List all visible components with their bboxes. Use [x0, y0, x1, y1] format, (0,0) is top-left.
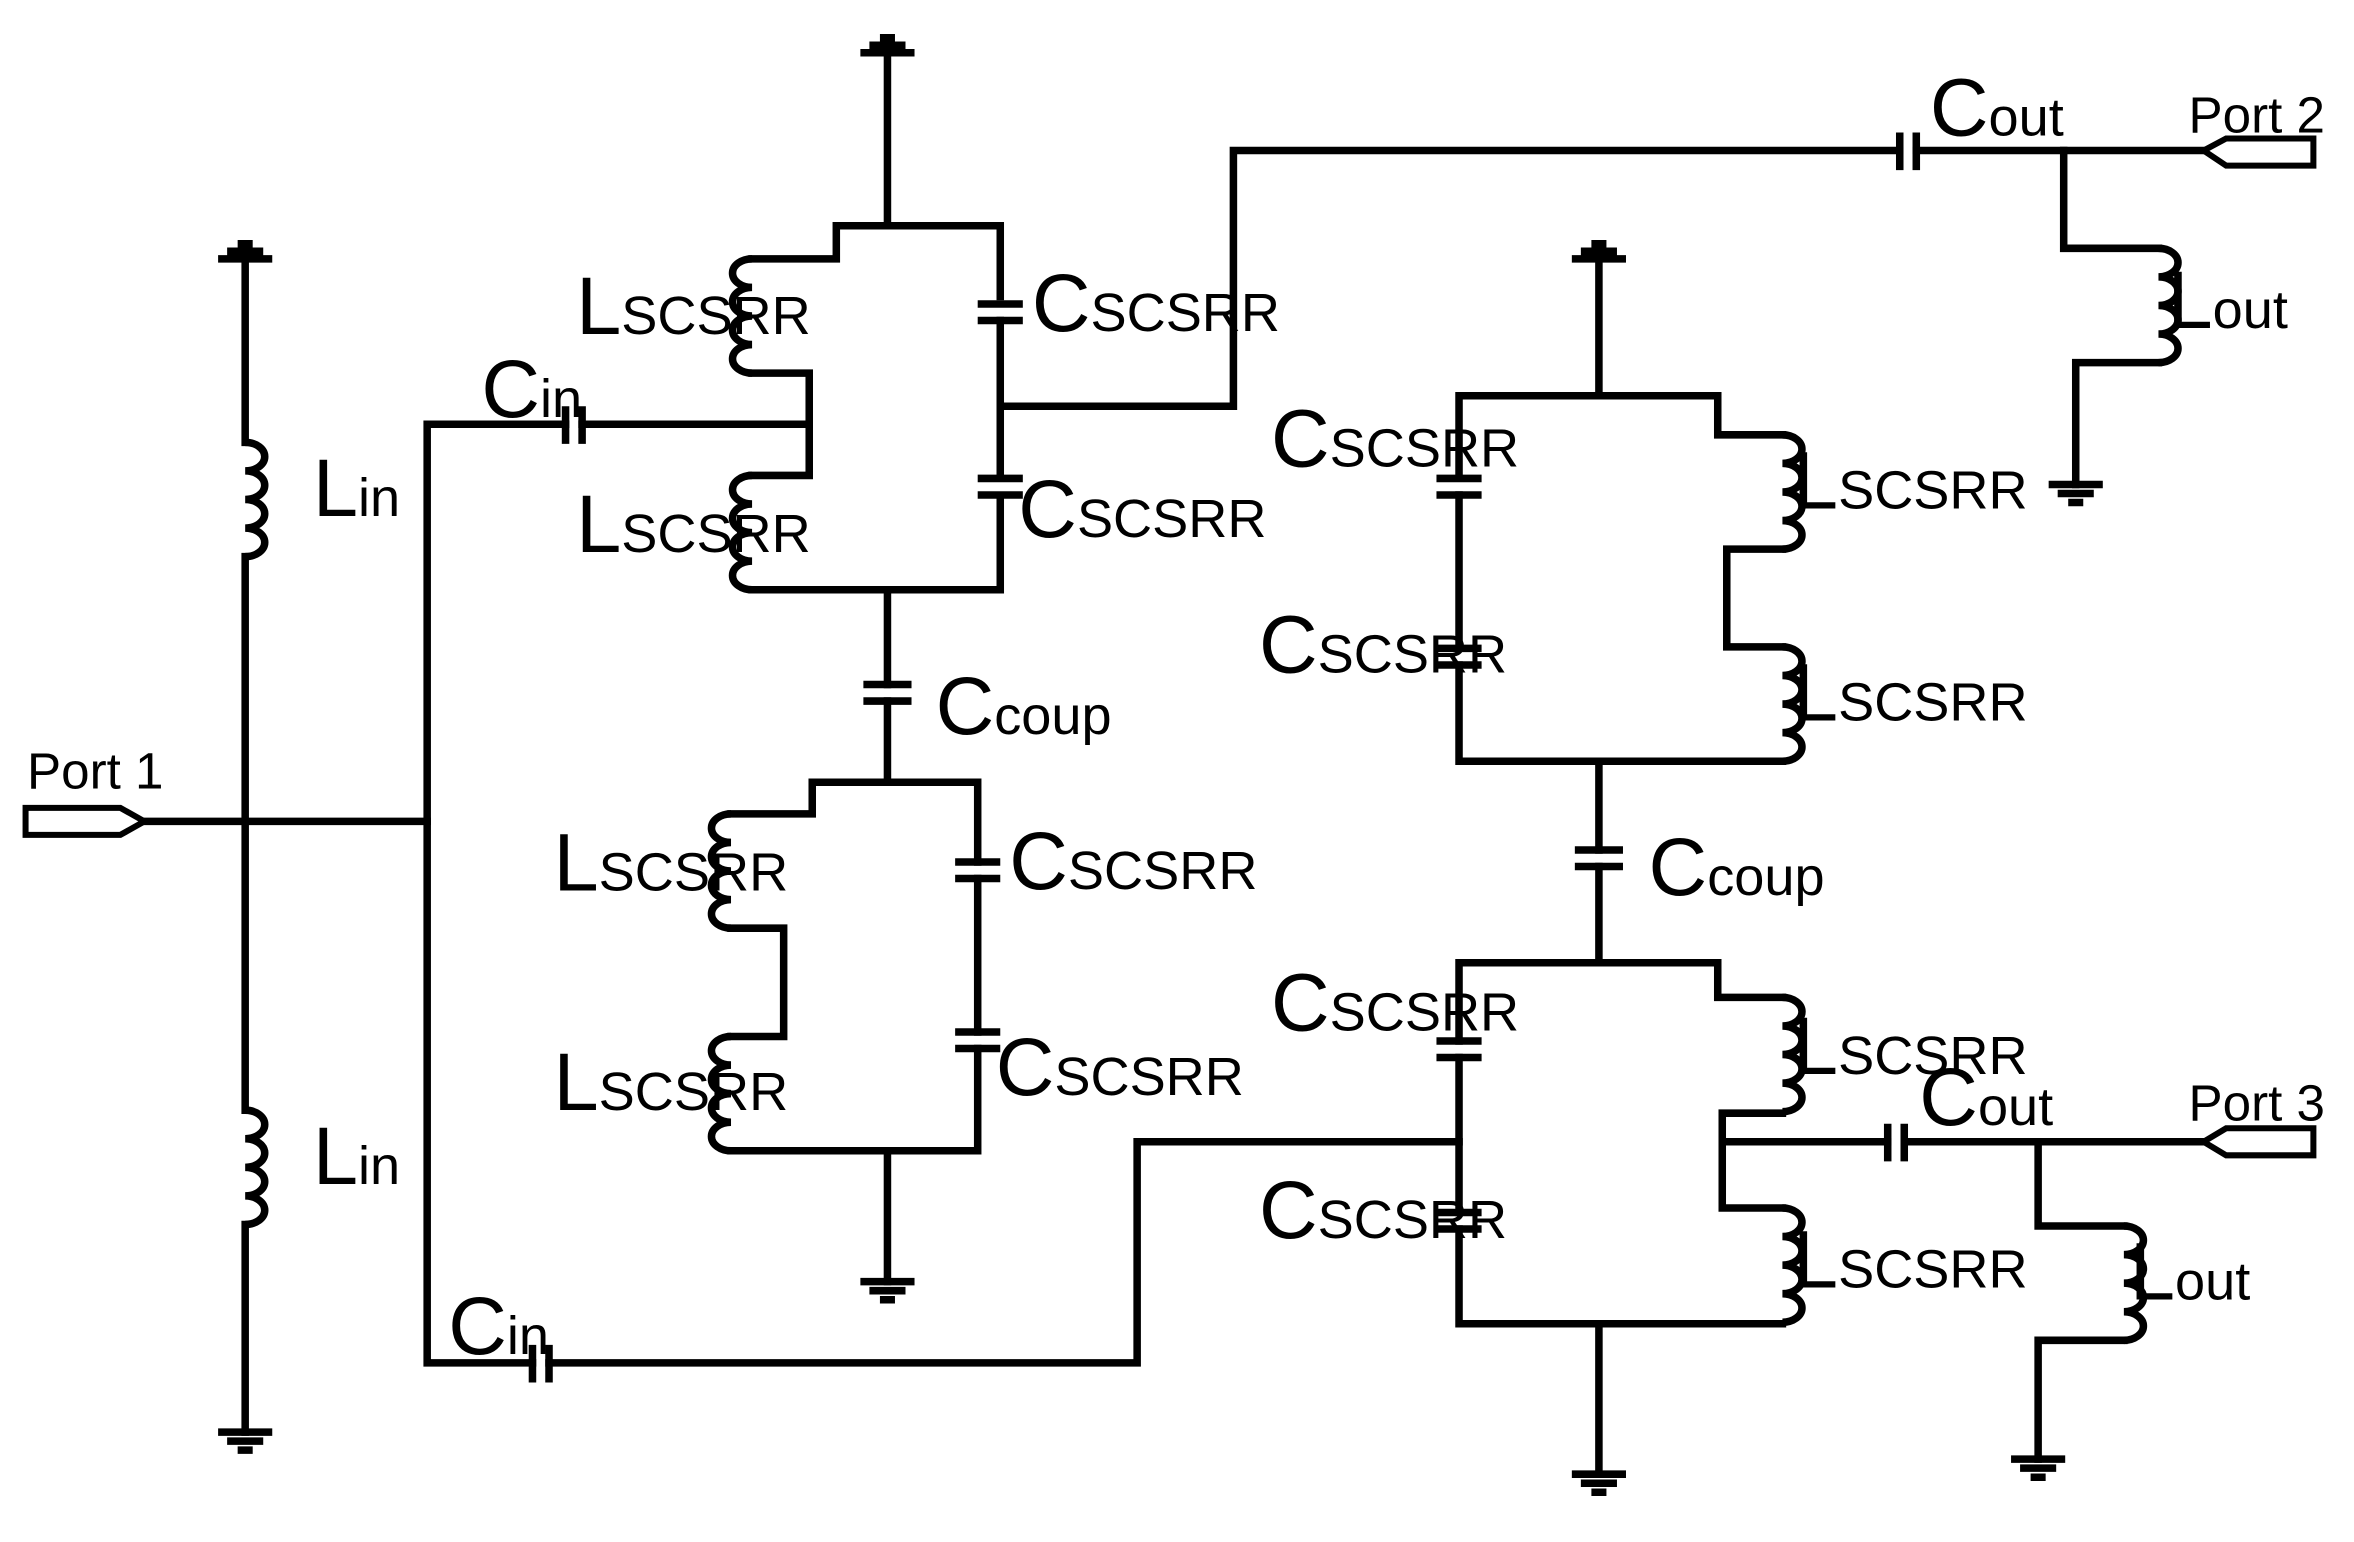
r4-cscsrr-1-label: CSCSRR	[1271, 957, 1519, 1048]
cin-top-label: Cin	[481, 344, 582, 435]
lout-bottom-wire	[2034, 1138, 2128, 1463]
lin-top-inductor	[244, 438, 269, 561]
cin-bus-wire	[423, 420, 1463, 1367]
r2-cscsrr-1-capacitor	[955, 858, 1001, 883]
ground-lin-top-icon	[218, 240, 273, 263]
lin-bottom-inductor	[244, 1106, 269, 1229]
ccoup-2-label: Ccoup	[1649, 822, 1825, 913]
r4-lscsrr-1-inductor	[1782, 993, 1806, 1116]
cout-bottom-label: Cout	[1919, 1052, 2053, 1143]
ccoup-1-label: Ccoup	[936, 661, 1112, 752]
cin-bottom-label: Cin	[448, 1281, 549, 1372]
ground-lout-bottom-icon	[2011, 1455, 2066, 1481]
lin-bottom-label: Lin	[313, 1111, 400, 1202]
labels: Lin Lin Cin Cin Cout Cout Lout Lout LSCS…	[313, 62, 2288, 1371]
r2-cscsrr-2-capacitor	[955, 1028, 1001, 1053]
r4-lscsrr-2-label: LSCSRR	[1793, 1215, 2028, 1306]
lin-top-label: Lin	[313, 443, 400, 534]
r3-cscsrr-2-capacitor	[1436, 644, 1482, 669]
resonator3-wire	[1455, 255, 1787, 967]
port2-icon	[2197, 135, 2317, 169]
r1-lscsrr-2-inductor	[728, 471, 753, 594]
ccoup-2-capacitor	[1574, 846, 1623, 871]
r3-lscsrr-1-inductor	[1782, 431, 1806, 553]
r4-lscsrr-1-label: LSCSRR	[1793, 1001, 2028, 1092]
r2-lscsrr-1-label: LSCSRR	[554, 818, 789, 909]
ground-r3-top-icon	[1571, 240, 1626, 263]
cin-bottom-capacitor	[528, 1344, 553, 1383]
r1-cscsrr-2-label: CSCSRR	[1018, 464, 1266, 555]
r3-lscsrr-2-inductor	[1782, 643, 1806, 765]
resonator1-wire	[748, 49, 2208, 594]
lout-top-label: Lout	[2167, 255, 2287, 346]
inductors	[244, 244, 2182, 1345]
wires	[140, 49, 2208, 1478]
r3-cscsrr-1-label: CSCSRR	[1271, 393, 1519, 484]
grounds	[218, 33, 2103, 1497]
port1-icon	[22, 804, 151, 838]
lout-bottom-inductor	[2123, 1222, 2148, 1345]
r3-lscsrr-1-label: LSCSRR	[1793, 436, 2028, 527]
resonator2-wire	[727, 778, 982, 1286]
r4-cscsrr-2-capacitor	[1436, 1208, 1482, 1233]
ground-r4-bottom-icon	[1571, 1470, 1626, 1497]
ccoup-1-capacitor	[863, 680, 912, 705]
r3-lscsrr-2-label: LSCSRR	[1793, 648, 2028, 739]
cin-top-capacitor	[561, 406, 586, 444]
r1-lscsrr-1-label: LSCSRR	[576, 261, 811, 352]
lout-bottom-label: Lout	[2130, 1227, 2250, 1318]
port3-label: Port 3	[2189, 1075, 2325, 1132]
lout-top-wire	[2059, 146, 2163, 489]
r1-cscsrr-1-label: CSCSRR	[1032, 258, 1280, 349]
port1-label: Port 1	[27, 742, 163, 799]
r2-cscsrr-1-label: CSCSRR	[1009, 816, 1257, 907]
r2-lscsrr-2-label: LSCSRR	[554, 1037, 789, 1128]
r3-cscsrr-2-label: CSCSRR	[1259, 599, 1507, 690]
capacitors	[528, 132, 1921, 1383]
ports: Port 1 Port 2 Port 3	[22, 86, 2325, 1159]
ground-lout-top-icon	[2048, 480, 2103, 507]
r4-lscsrr-2-inductor	[1782, 1204, 1806, 1327]
ground-lin-bottom-icon	[218, 1428, 273, 1454]
port3-icon	[2197, 1125, 2317, 1159]
r4-cscsrr-1-capacitor	[1436, 1037, 1482, 1062]
ground-r2-bottom-icon	[860, 1277, 915, 1304]
cout-top-label: Cout	[1930, 62, 2064, 153]
r4-cscsrr-2-label: CSCSRR	[1259, 1165, 1507, 1256]
cout-bottom-capacitor	[1883, 1123, 1909, 1162]
r1-cscsrr-2-capacitor	[977, 474, 1023, 499]
r3-cscsrr-1-capacitor	[1436, 474, 1482, 499]
r1-cscsrr-1-capacitor	[977, 300, 1023, 325]
ground-r1-top-icon	[860, 33, 915, 57]
r2-cscsrr-2-label: CSCSRR	[996, 1022, 1244, 1113]
port2-label: Port 2	[2189, 86, 2325, 143]
cout-top-capacitor	[1895, 132, 1921, 171]
r1-lscsrr-1-inductor	[728, 255, 753, 377]
resonator4-wire	[1455, 959, 2208, 1478]
r1-lscsrr-2-label: LSCSRR	[576, 479, 811, 570]
